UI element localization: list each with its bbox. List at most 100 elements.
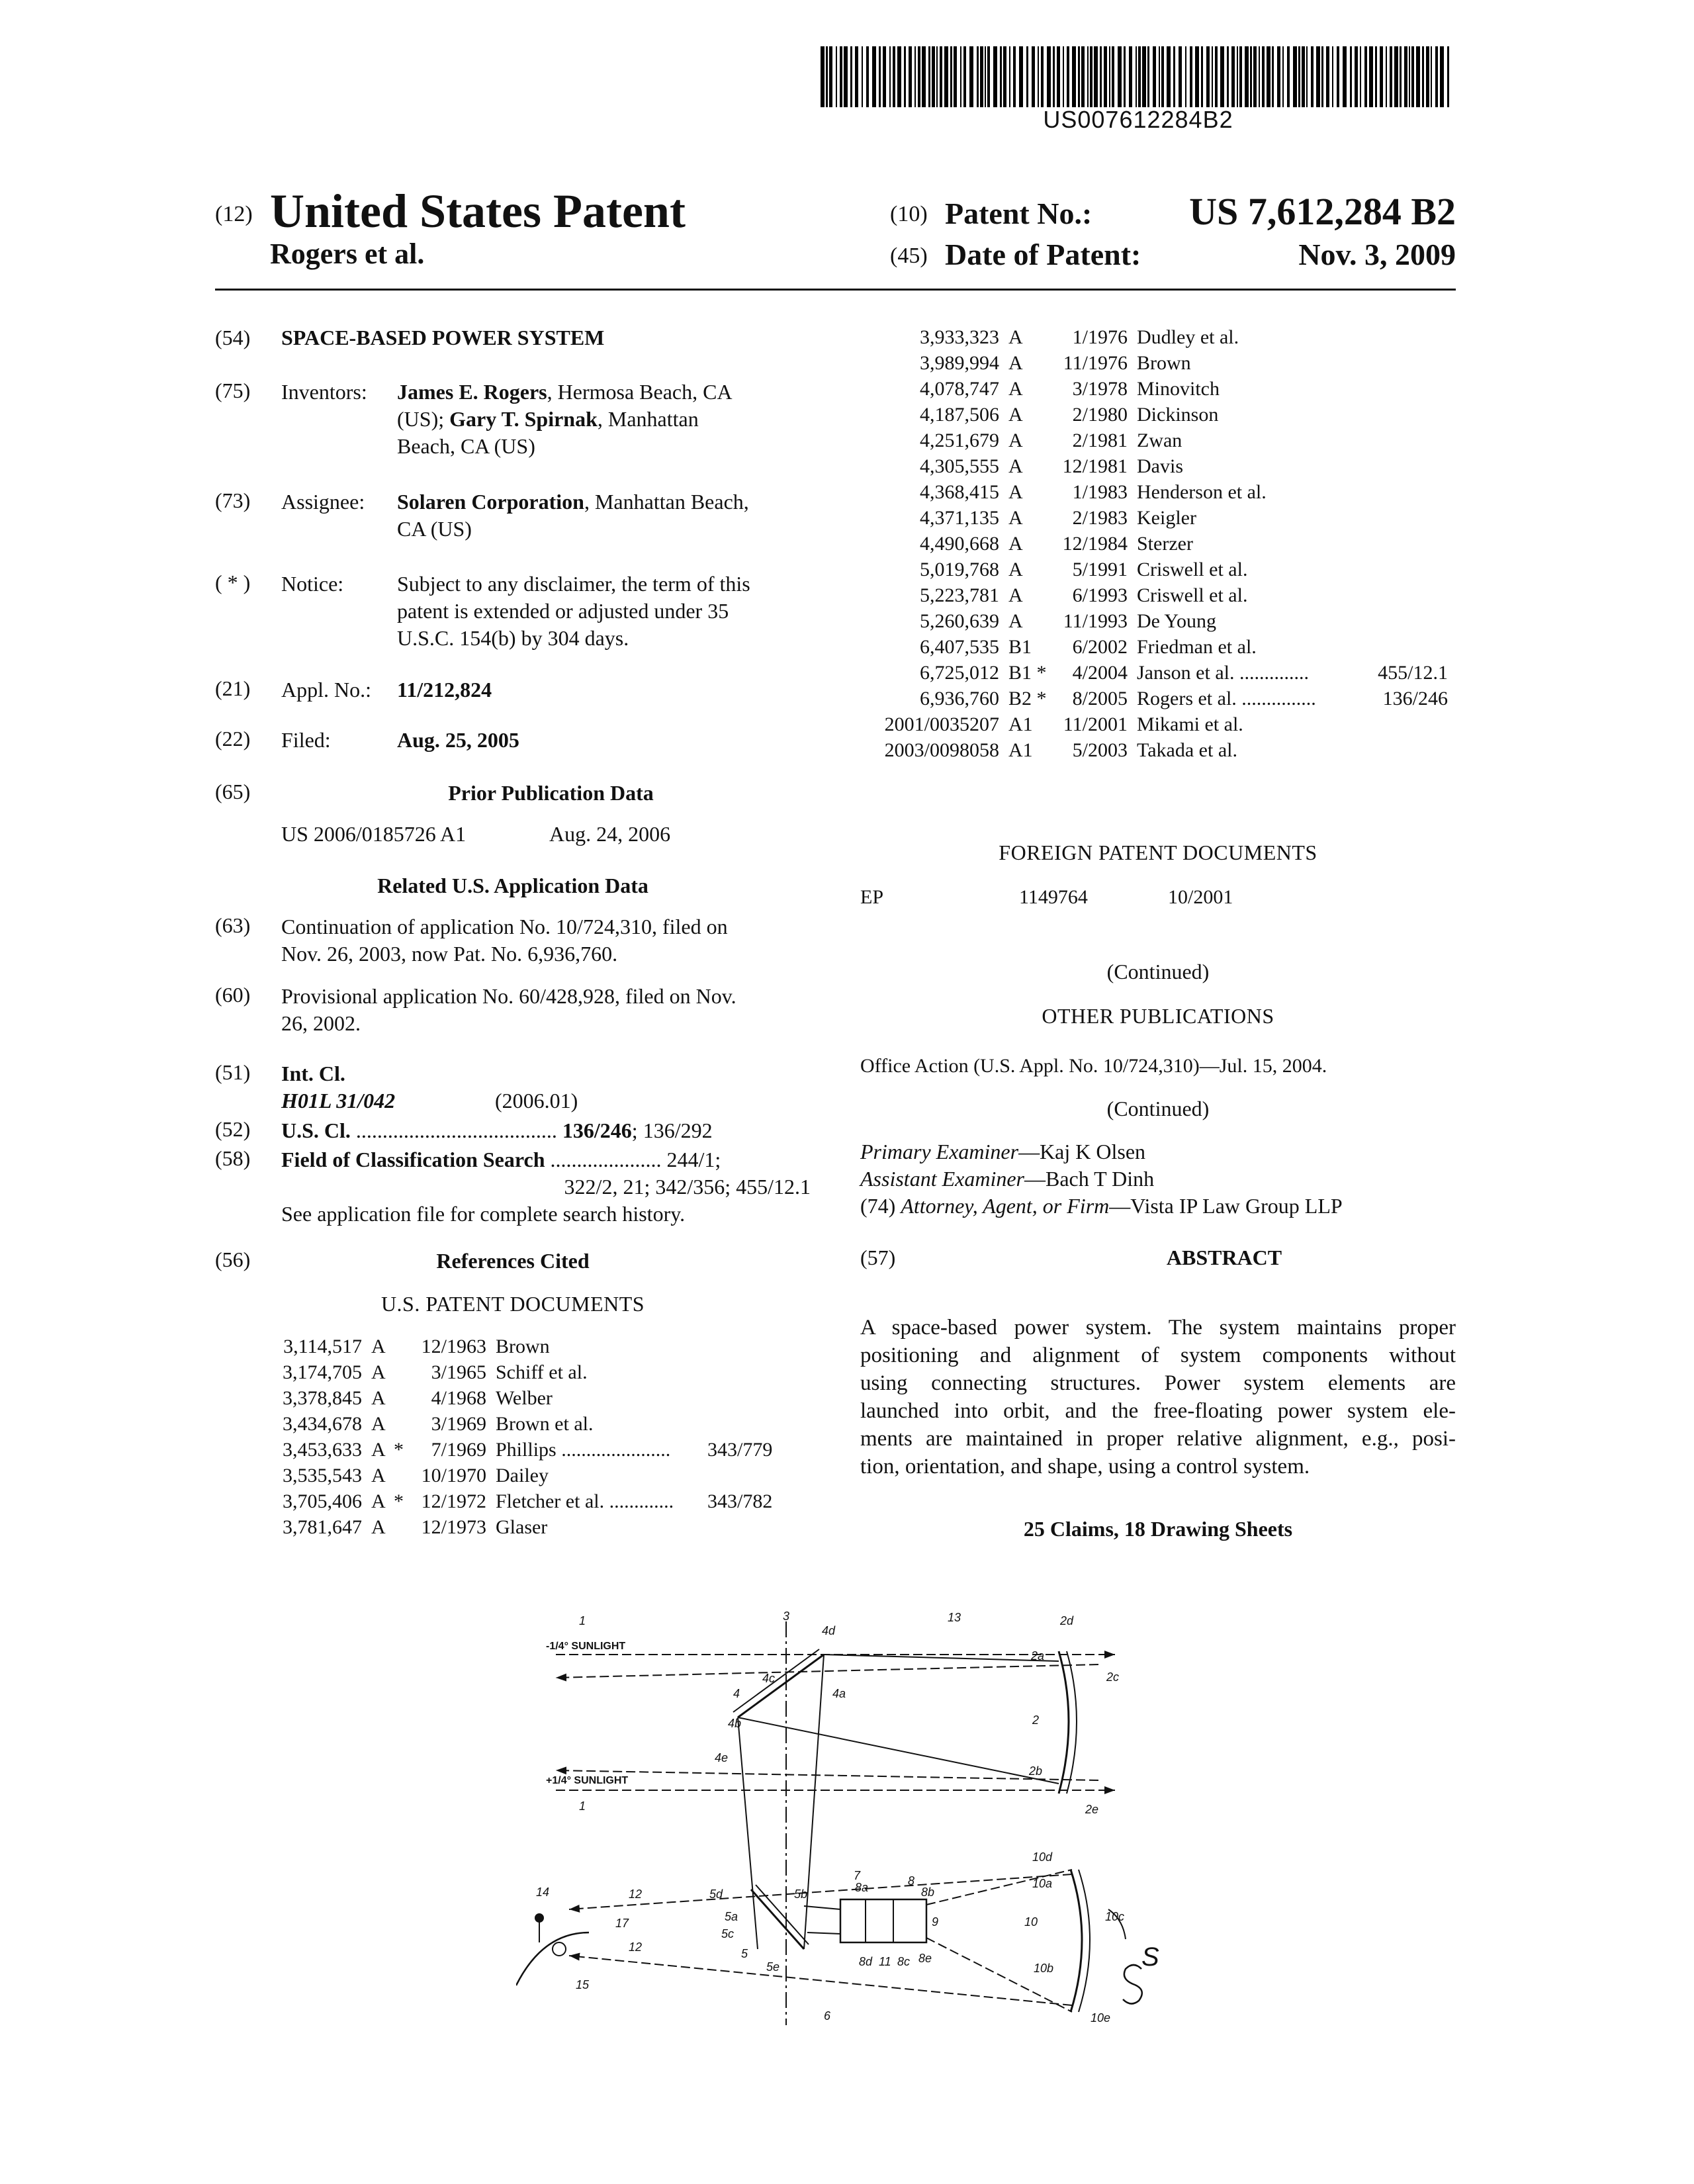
label-5d: 5d	[709, 1888, 723, 1901]
barcode-bar	[1153, 46, 1156, 107]
ref-class	[1375, 557, 1448, 582]
ref-class: 343/782	[707, 1490, 773, 1512]
label-2b: 2b	[1028, 1764, 1042, 1778]
ref-number: 4,251,679	[920, 430, 999, 451]
barcode-bar	[1369, 46, 1373, 107]
barcode-bar	[993, 46, 997, 107]
abstract-line: positioning and alignment of system comp…	[860, 1343, 1456, 1367]
barcode-bar	[836, 46, 837, 107]
ray-in-2	[807, 1932, 841, 1934]
notice-text: Subject to any disclaimer, the term of t…	[397, 570, 821, 652]
related-heading: Related U.S. Application Data	[377, 874, 648, 897]
s-mark	[1122, 1964, 1143, 2005]
field-search-line-2: 322/2, 21; 342/356; 455/12.1	[564, 1175, 811, 1199]
barcode-bar	[872, 46, 876, 107]
ref-date: 8/2005	[1072, 688, 1128, 709]
ref-number: 6,407,535	[920, 636, 999, 658]
uscl-primary: 136/246	[562, 1118, 632, 1142]
ref-name: Janson et al. ..............	[1137, 662, 1309, 684]
label-12-bottom: 12	[629, 1940, 642, 1954]
label-8b: 8b	[921, 1886, 934, 1899]
barcode-bar	[1343, 46, 1347, 107]
s-leader	[1108, 1909, 1126, 1940]
ref-kind: A	[371, 1516, 386, 1538]
ref-date: 11/1976	[1063, 352, 1128, 374]
barcode-bar	[1400, 46, 1402, 107]
notice-line: patent is extended or adjusted under 35	[397, 599, 729, 623]
ref-kind: A	[371, 1465, 386, 1486]
label-4b: 4b	[728, 1717, 741, 1730]
ref-number: 2003/0098058	[884, 739, 999, 761]
label-15: 15	[576, 1978, 590, 1991]
label-4e: 4e	[715, 1751, 728, 1764]
antenna-head	[535, 1913, 544, 1923]
ref-name: Criswell et al.	[1137, 559, 1248, 580]
ray-back-2	[737, 1717, 1059, 1784]
ref-number: 3,933,323	[920, 326, 999, 348]
ref-name: Friedman et al.	[1137, 636, 1257, 658]
label-4: 4	[733, 1687, 740, 1700]
barcode-bar	[1440, 46, 1444, 107]
mirror-5	[750, 1889, 805, 1950]
ref-class	[1375, 453, 1448, 479]
label-10: 10	[1024, 1915, 1038, 1929]
barcode-bar	[1227, 46, 1229, 107]
barcode-bar	[1262, 46, 1265, 107]
ref-number: 4,078,747	[920, 378, 999, 400]
ref-name: Mikami et al.	[1137, 713, 1243, 735]
barcode-bar	[1411, 46, 1414, 107]
barcode-number: US007612284B2	[1043, 106, 1233, 133]
ref-number: 4,187,506	[920, 404, 999, 426]
barcode-bar	[1047, 46, 1051, 107]
foreign-heading: FOREIGN PATENT DOCUMENTS	[999, 841, 1317, 864]
barcode-bar	[1272, 46, 1274, 107]
ref-name: Brown	[1137, 352, 1191, 374]
barcode-bar	[1302, 46, 1305, 107]
barcode-bar	[844, 46, 848, 107]
barcode-bar	[1282, 46, 1284, 107]
provisional-code: (60)	[215, 983, 251, 1007]
barcode-bar	[1124, 46, 1126, 107]
prior-pub-heading: Prior Publication Data	[448, 781, 654, 805]
abstract-code: (57)	[860, 1246, 896, 1269]
barcode-bar	[1118, 46, 1122, 107]
barcode-bar	[1078, 46, 1080, 107]
barcode-bar	[1375, 46, 1377, 107]
barcode-bar	[1321, 46, 1323, 107]
ref-name: Dailey	[496, 1465, 549, 1486]
ref-name: Brown	[496, 1336, 550, 1357]
barcode-bar	[1416, 46, 1420, 107]
attorney-code: (74)	[860, 1194, 896, 1218]
ref-class	[1375, 350, 1448, 376]
ref-number: 3,989,994	[920, 352, 999, 374]
barcode-bar	[1112, 46, 1114, 107]
ref-number: 4,368,415	[920, 481, 999, 503]
provisional-line: 26, 2002.	[281, 1011, 361, 1035]
inventor-1-name: James E. Rogers	[397, 380, 547, 404]
barcode-bar	[1063, 46, 1064, 107]
ref-kind: A	[1008, 378, 1023, 400]
barcode-bar	[932, 46, 935, 107]
appl-code: (21)	[215, 676, 251, 700]
barcode-bar	[821, 46, 825, 107]
ref-date: 2/1981	[1072, 430, 1128, 451]
inventor-1-country: (US);	[397, 407, 450, 431]
ref-kind: A	[1008, 326, 1023, 348]
ref-date: 3/1978	[1072, 378, 1128, 400]
date-code: (45)	[890, 244, 928, 268]
label-3: 3	[783, 1610, 789, 1623]
inventor-1-location: , Hermosa Beach, CA	[547, 380, 733, 404]
uscl-secondary: ; 136/292	[631, 1118, 713, 1142]
label-10c: 10c	[1105, 1910, 1124, 1923]
barcode-bar	[1267, 46, 1270, 107]
barcode-bar	[1404, 46, 1407, 107]
ref-class	[1375, 608, 1448, 634]
label-1-bottom: 1	[579, 1799, 586, 1813]
attorney: (74) Attorney, Agent, or Firm—Vista IP L…	[860, 1193, 1343, 1220]
inventor-2-name: Gary T. Spirnak	[449, 407, 598, 431]
barcode-bar	[1053, 46, 1055, 107]
